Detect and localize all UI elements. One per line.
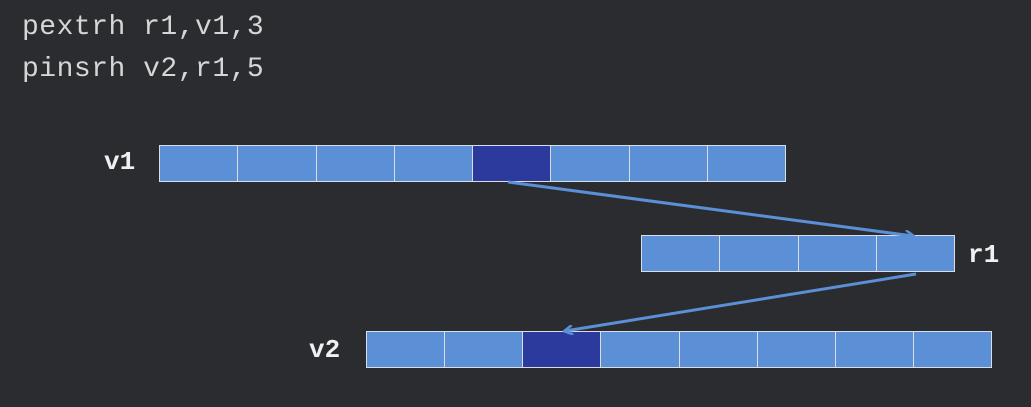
v2-lane-6 [835,332,914,367]
r1-lane-0 [642,236,721,271]
r1-lane-2 [798,236,877,271]
v1-lane-7 [707,146,785,181]
v1-lane-5 [551,146,630,181]
v2-lane-3 [601,332,680,367]
v2-lane-5 [757,332,836,367]
arrow-v1-to-r1 [507,180,913,236]
v2-lane-7 [913,332,991,367]
arrow-r1-to-v2 [565,272,917,331]
v1-lane-3 [394,146,473,181]
v1-lane-6 [629,146,708,181]
v1-lane-4-selected [473,146,552,181]
v2-lane-4 [679,332,758,367]
v1-lane-1 [238,146,317,181]
code-line-pinsrh: pinsrh v2,r1,5 [22,54,265,85]
register-v2 [366,331,992,368]
code-line-pextrh: pextrh r1,v1,3 [22,12,265,43]
v2-lane-0 [367,332,446,367]
register-v1 [159,145,786,182]
register-label-v2: v2 [309,335,341,365]
register-label-v1: v1 [104,147,136,177]
v1-lane-2 [316,146,395,181]
register-label-r1: r1 [968,240,1000,270]
r1-lane-1 [720,236,799,271]
register-r1 [641,235,955,272]
v2-lane-2-selected [523,332,602,367]
v2-lane-1 [445,332,524,367]
v1-lane-0 [160,146,239,181]
r1-lane-3 [876,236,954,271]
